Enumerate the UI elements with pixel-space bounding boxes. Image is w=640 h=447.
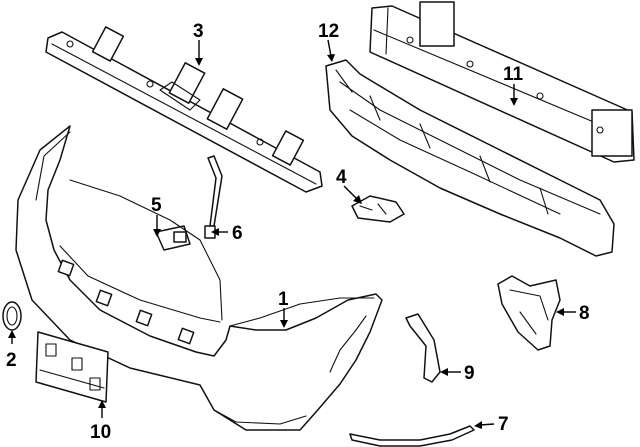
callout-3: 3	[193, 21, 204, 42]
part-11-reinforcement-beam	[369, 1, 635, 163]
callout-9: 9	[464, 363, 475, 384]
callout-4: 4	[336, 167, 347, 188]
part-10-license-bracket	[35, 331, 109, 403]
callout-7: 7	[498, 414, 509, 435]
part-4-bracket	[351, 195, 405, 223]
callout-6: 6	[232, 223, 243, 244]
part-9-side-bracket	[405, 313, 441, 383]
part-3-upper-bracket	[45, 26, 323, 193]
part-12-energy-absorber	[325, 59, 615, 257]
callout-12: 12	[318, 21, 339, 42]
callout-8: 8	[579, 303, 590, 324]
callout-1: 1	[278, 289, 289, 310]
part-6-retainer	[204, 155, 223, 239]
callout-11: 11	[503, 64, 524, 85]
callout-10: 10	[90, 422, 111, 443]
part-2-cap	[2, 301, 22, 331]
callout-2: 2	[6, 350, 17, 371]
part-7-trim-strip	[349, 425, 475, 447]
callout-5: 5	[151, 195, 162, 216]
part-8-side-bracket	[497, 275, 561, 351]
leader-lines	[8, 39, 576, 429]
part-5-bracket	[155, 225, 191, 251]
callout-labels: 1 2 3 4 5 6 7 8 9 10 11 12	[6, 21, 590, 443]
